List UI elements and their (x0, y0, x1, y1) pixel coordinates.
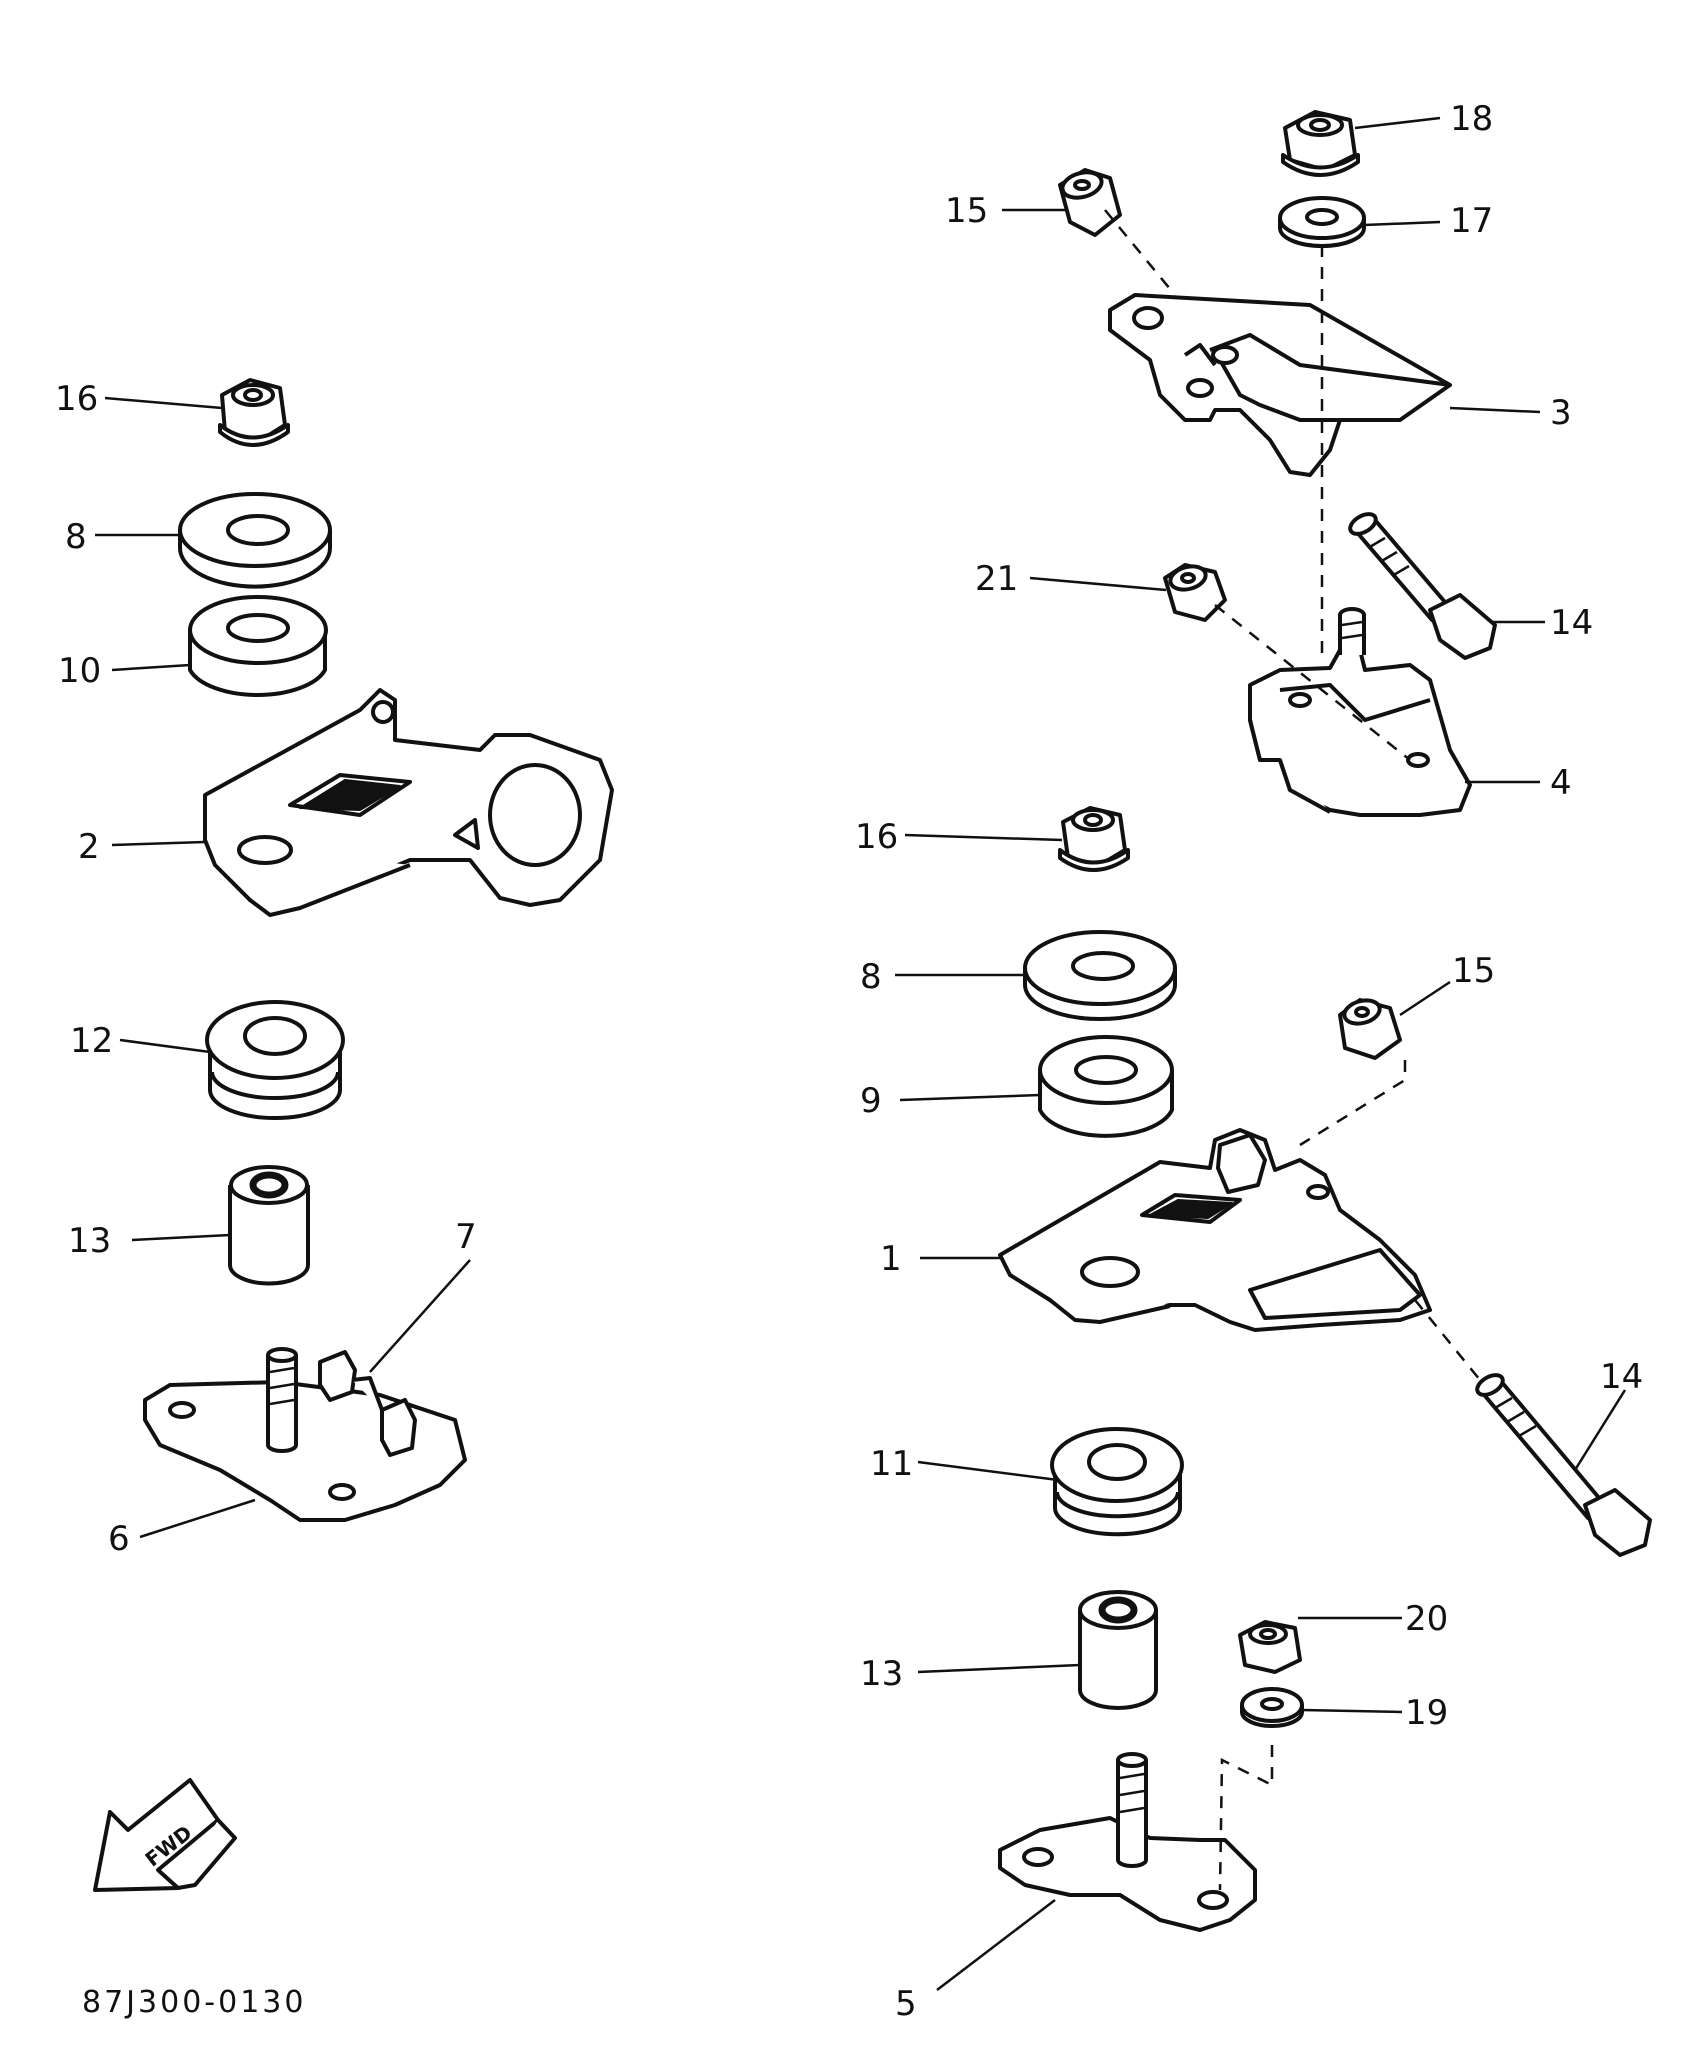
washer-8-right (1023, 930, 1177, 1021)
callout-19: 19 (1405, 1693, 1448, 1733)
spacer-9 (1038, 1035, 1174, 1138)
bracket-3 (1108, 293, 1452, 477)
collar-13-right (1078, 1590, 1158, 1710)
callout-8-right: 8 (860, 957, 882, 997)
fwd-arrow-icon: FWD (93, 1778, 237, 1892)
callout-12: 12 (70, 1021, 113, 1061)
nut-16-right (1058, 806, 1130, 872)
bracket-2 (203, 688, 614, 917)
callout-5: 5 (895, 1984, 917, 2024)
callout-16-right: 16 (855, 817, 898, 857)
bracket-1 (998, 1128, 1432, 1332)
collar-13-left (228, 1165, 310, 1286)
callout-11: 11 (870, 1444, 913, 1484)
callout-21: 21 (975, 559, 1018, 599)
bolt-14-top (1348, 512, 1497, 660)
callout-9: 9 (860, 1081, 882, 1121)
washer-19 (1240, 1687, 1304, 1728)
callout-6: 6 (108, 1519, 130, 1559)
callout-4: 4 (1550, 763, 1572, 803)
callout-10: 10 (58, 651, 101, 691)
callout-17: 17 (1450, 201, 1493, 241)
nut-21 (1163, 563, 1227, 622)
assembly-line-15-to-1 (1299, 1060, 1407, 1147)
callout-15-top: 15 (945, 191, 988, 231)
callout-2: 2 (78, 827, 100, 867)
grommet-11 (1050, 1427, 1184, 1537)
leader-lines (95, 116, 1627, 1991)
callout-14-top: 14 (1550, 603, 1593, 643)
mount-4 (1248, 607, 1472, 817)
washer-8-left (178, 492, 332, 589)
nut-16-left (218, 378, 290, 447)
assembly-line-15-to-3 (1104, 209, 1176, 296)
grommet-12 (205, 1000, 345, 1120)
callout-1: 1 (880, 1239, 902, 1279)
callout-13-right: 13 (860, 1654, 903, 1694)
drawing-code: 87J300-0130 (82, 1985, 306, 2020)
washer-17 (1278, 196, 1366, 248)
assembly-line-19-to-5 (1218, 1745, 1274, 1891)
callout-15-mid: 15 (1452, 951, 1495, 991)
callout-18: 18 (1450, 99, 1493, 139)
nut-20 (1238, 1620, 1302, 1674)
callout-8-left: 8 (65, 517, 87, 557)
callout-13-left: 13 (68, 1221, 111, 1261)
callout-20: 20 (1405, 1599, 1448, 1639)
plate-5 (998, 1752, 1257, 1932)
nut-15-mid (1338, 998, 1402, 1060)
nut-15-top (1058, 168, 1122, 237)
callout-7: 7 (455, 1217, 477, 1257)
assembly-line-21-to-4 (1214, 604, 1411, 761)
bolt-14-bottom (1475, 1373, 1652, 1557)
spacer-10-left (188, 595, 328, 697)
callout-14-bottom: 14 (1600, 1357, 1643, 1397)
assembly-line-1-to-14 (1414, 1299, 1481, 1381)
nut-18 (1281, 110, 1360, 177)
callout-16-left: 16 (55, 379, 98, 419)
plate-6 (143, 1347, 467, 1522)
callout-3: 3 (1550, 393, 1572, 433)
